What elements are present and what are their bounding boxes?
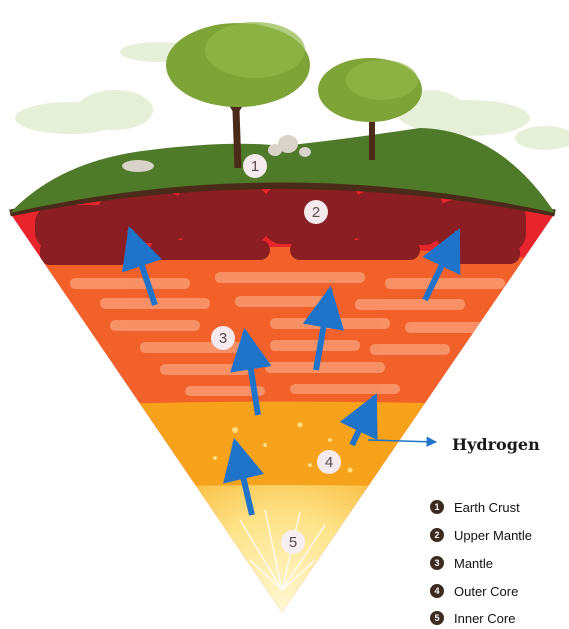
layer-marker-1: 1 — [243, 154, 267, 178]
legend-item-upper-mantle: 2 Upper Mantle — [430, 524, 532, 546]
layer-marker-5: 5 — [281, 530, 305, 554]
layer-marker-3: 3 — [211, 326, 235, 350]
legend-number: 2 — [430, 528, 444, 542]
layer-marker-2: 2 — [304, 200, 328, 224]
legend-number: 3 — [430, 556, 444, 570]
legend-number: 4 — [430, 584, 444, 598]
legend-label: Upper Mantle — [454, 528, 532, 543]
legend-item-inner-core: 5 Inner Core — [430, 607, 515, 629]
svg-text:5: 5 — [289, 534, 297, 551]
legend-number: 1 — [430, 500, 444, 514]
legend-label: Earth Crust — [454, 500, 520, 515]
svg-text:4: 4 — [325, 454, 333, 471]
legend-label: Outer Core — [454, 584, 518, 599]
legend-item-earth-crust: 1 Earth Crust — [430, 496, 520, 518]
layer-marker-4: 4 — [317, 450, 341, 474]
legend-item-outer-core: 4 Outer Core — [430, 580, 518, 602]
svg-text:3: 3 — [219, 330, 227, 347]
legend-label: Mantle — [454, 556, 493, 571]
legend-number: 5 — [430, 611, 444, 625]
hydrogen-label: Hydrogen — [452, 435, 540, 454]
legend-item-mantle: 3 Mantle — [430, 552, 493, 574]
svg-text:1: 1 — [251, 158, 259, 175]
svg-text:2: 2 — [312, 204, 320, 221]
legend-label: Inner Core — [454, 611, 515, 626]
